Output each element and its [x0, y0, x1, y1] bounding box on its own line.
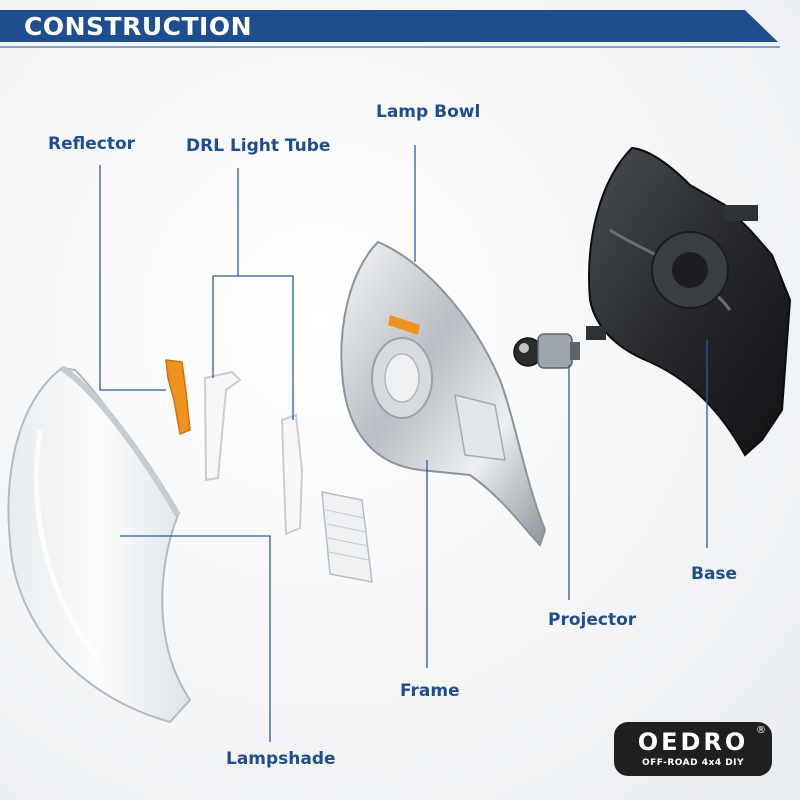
drl-tube-lower [280, 413, 304, 536]
projector-lens-glint [519, 343, 529, 353]
label-lampshade: Lampshade [226, 749, 336, 769]
leader-drl-upper [212, 168, 239, 378]
banner-fill [0, 10, 778, 42]
lampshade-highlight [34, 429, 102, 662]
frame-part [340, 240, 547, 547]
logo-tagline: OFF-ROAD 4x4 DIY [641, 758, 745, 768]
reflector-part [165, 359, 191, 436]
projector-connector [570, 342, 580, 360]
projector-part [513, 333, 580, 369]
label-lamp-bowl: Lamp Bowl [376, 102, 481, 122]
label-frame: Frame [400, 681, 460, 701]
frame-projector-hole [384, 353, 420, 403]
drl-light-tube-part [203, 370, 304, 536]
banner-shape [0, 10, 780, 48]
grille-plate [321, 491, 373, 583]
leader-drl-lower [238, 275, 294, 420]
grille-plate-part [321, 491, 373, 583]
page-title: CONSTRUCTION [24, 12, 253, 41]
base-mount-tab [724, 205, 758, 221]
lampshade-lens [7, 366, 192, 724]
leader-lines [99, 145, 708, 742]
oedro-logo: OEDRO ® OFF-ROAD 4x4 DIY [614, 722, 772, 776]
leader-lampshade [120, 535, 271, 742]
label-reflector: Reflector [48, 134, 136, 154]
lampshade-part [7, 365, 192, 724]
logo-registered-mark: ® [756, 725, 766, 736]
leader-reflector [99, 165, 166, 391]
frame-orange-strip [388, 315, 420, 335]
base-side-tab [586, 326, 606, 340]
reflector-shape [165, 359, 191, 436]
label-base: Base [691, 564, 738, 584]
frame-housing [340, 240, 547, 547]
projector-body [537, 333, 573, 369]
base-socket-core [672, 252, 708, 288]
base-part [586, 146, 792, 457]
grille-plate-ribs [325, 509, 370, 561]
header-banner: CONSTRUCTION [0, 0, 800, 60]
frame-lower-chamber [454, 393, 506, 461]
lampshade-rim [60, 365, 181, 517]
logo-wordmark: OEDRO [637, 728, 749, 756]
label-drl-light-tube: DRL Light Tube [186, 136, 331, 156]
label-projector: Projector [548, 610, 637, 630]
drl-tube-upper [203, 370, 242, 482]
